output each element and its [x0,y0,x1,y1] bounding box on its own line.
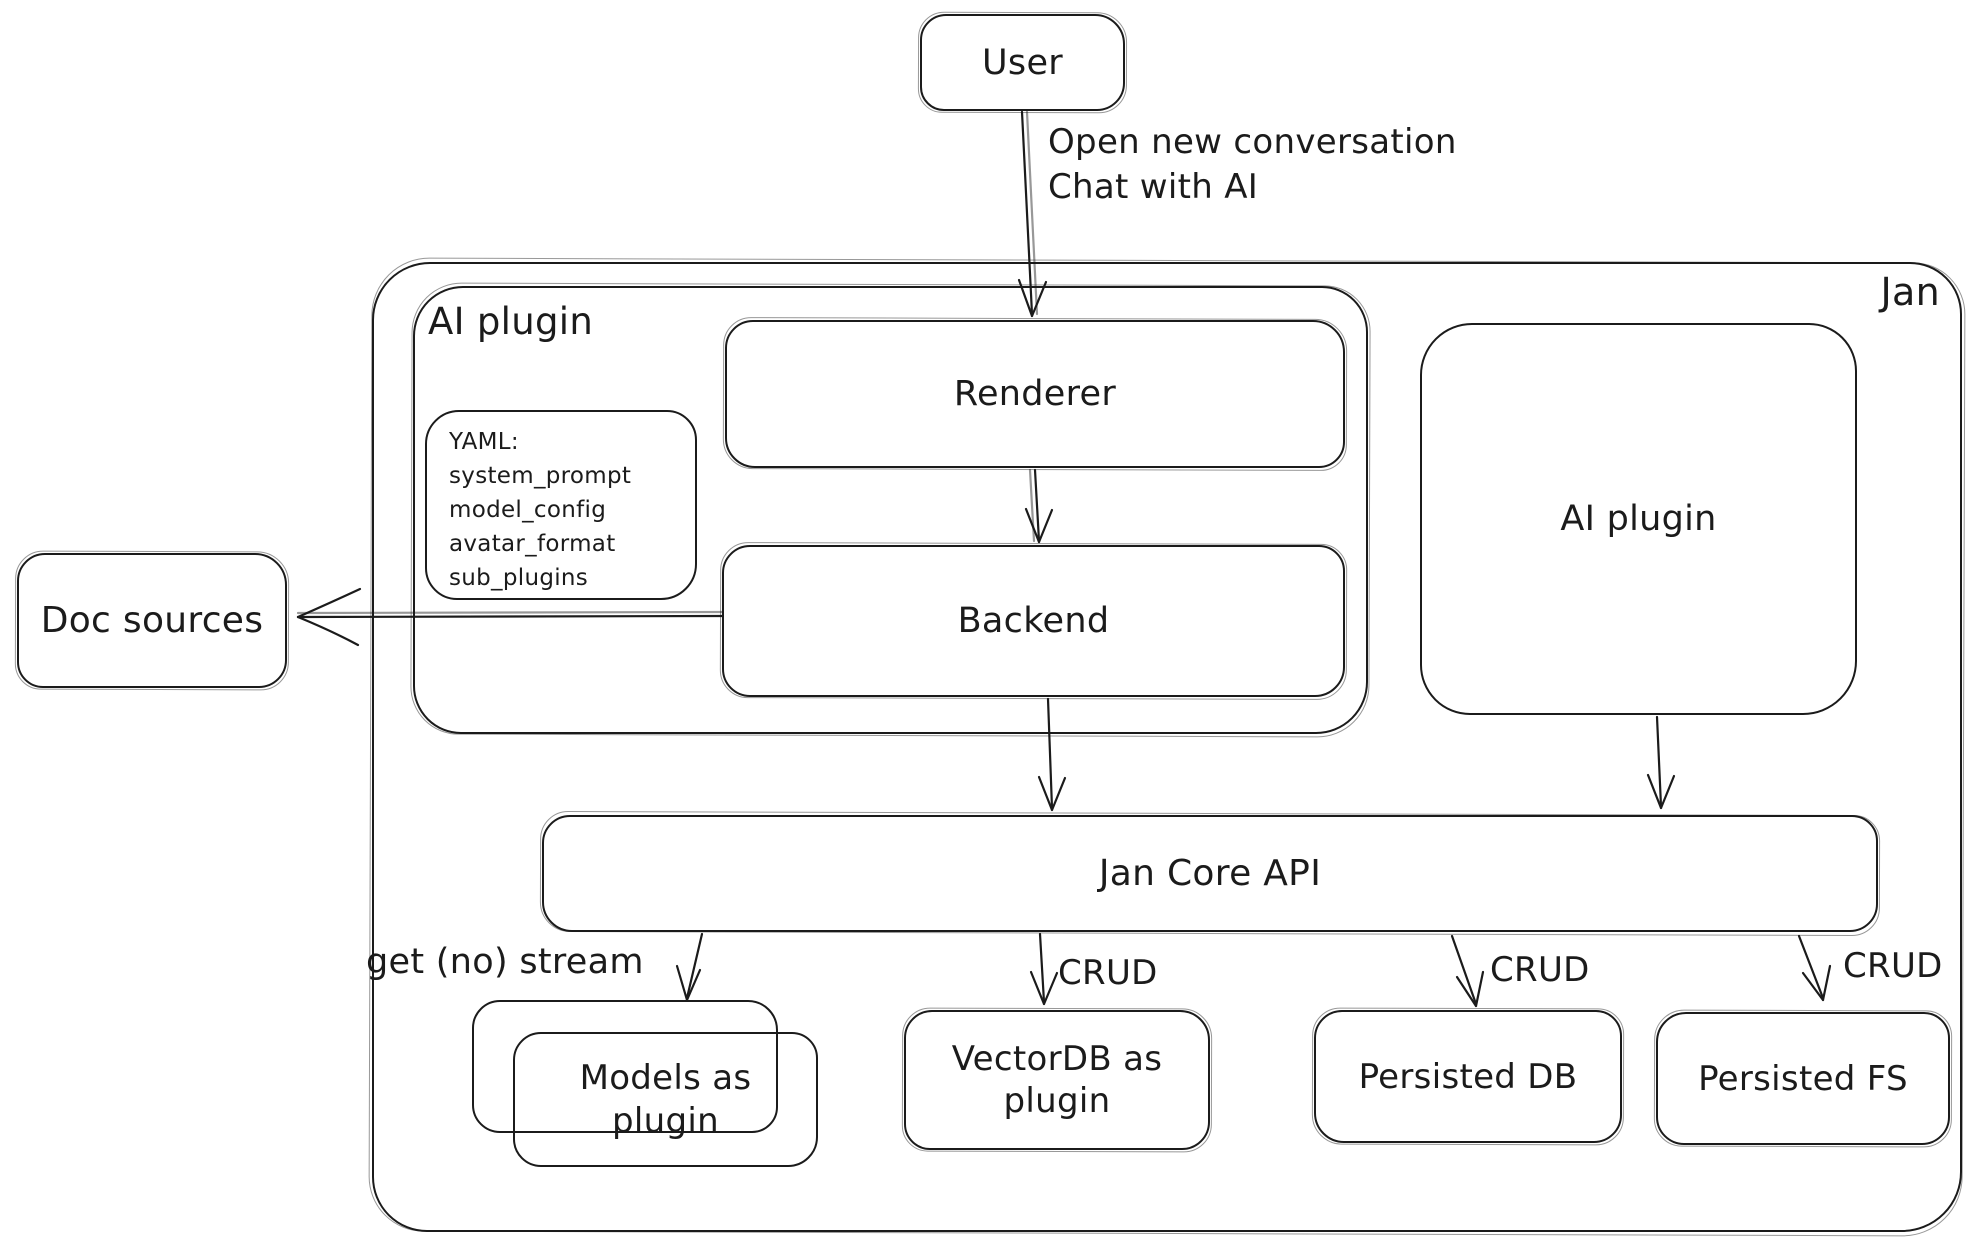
persisted-fs-label: Persisted FS [1698,1058,1908,1099]
jan-container-box [372,262,1962,1232]
backend-node: Backend [722,545,1345,697]
yaml-note-line: model_config [449,497,607,523]
ai-plugin-node-label: AI plugin [1560,499,1717,539]
user-node-label: User [982,42,1063,83]
yaml-note: YAML: system_prompt model_config avatar_… [425,410,697,600]
edge-label-get-no-stream: get (no) stream [366,942,644,982]
yaml-note-line: system_prompt [449,463,632,489]
edge-label-open-conversation: Open new conversation [1048,122,1457,162]
yaml-note-line: YAML: [449,429,519,455]
doc-sources-node: Doc sources [17,553,287,688]
models-as-plugin-label: Models as plugin [579,1058,752,1141]
renderer-node-label: Renderer [953,374,1117,414]
edge-label-crud-persisted-db: CRUD [1490,950,1590,990]
ai-plugin-container-label: AI plugin [428,300,594,343]
models-as-plugin-node: Models as plugin [513,1032,818,1167]
user-node: User [920,14,1125,111]
persisted-fs-node: Persisted FS [1656,1012,1950,1145]
models-as-plugin-back-box [472,1000,778,1133]
jan-core-api-node-label: Jan Core API [1098,853,1322,894]
ai-plugin-container-box [413,286,1368,734]
persisted-db-label: Persisted DB [1358,1056,1578,1097]
persisted-db-node: Persisted DB [1314,1010,1622,1143]
renderer-node: Renderer [725,320,1345,468]
edge-label-crud-persisted-fs: CRUD [1843,946,1943,986]
backend-node-label: Backend [957,601,1110,641]
yaml-note-line: sub_plugins [449,565,589,591]
vectordb-as-plugin-label: VectorDB as plugin [951,1038,1163,1122]
yaml-note-line: avatar_format [449,531,616,557]
doc-sources-node-label: Doc sources [40,600,264,641]
ai-plugin-node: AI plugin [1420,323,1857,715]
jan-container-label: Jan [1880,270,1940,314]
jan-core-api-node: Jan Core API [542,815,1878,932]
vectordb-as-plugin-node: VectorDB as plugin [904,1010,1210,1150]
edge-label-crud-vectordb: CRUD [1058,953,1158,993]
edge-label-chat-with-ai: Chat with AI [1048,167,1259,207]
